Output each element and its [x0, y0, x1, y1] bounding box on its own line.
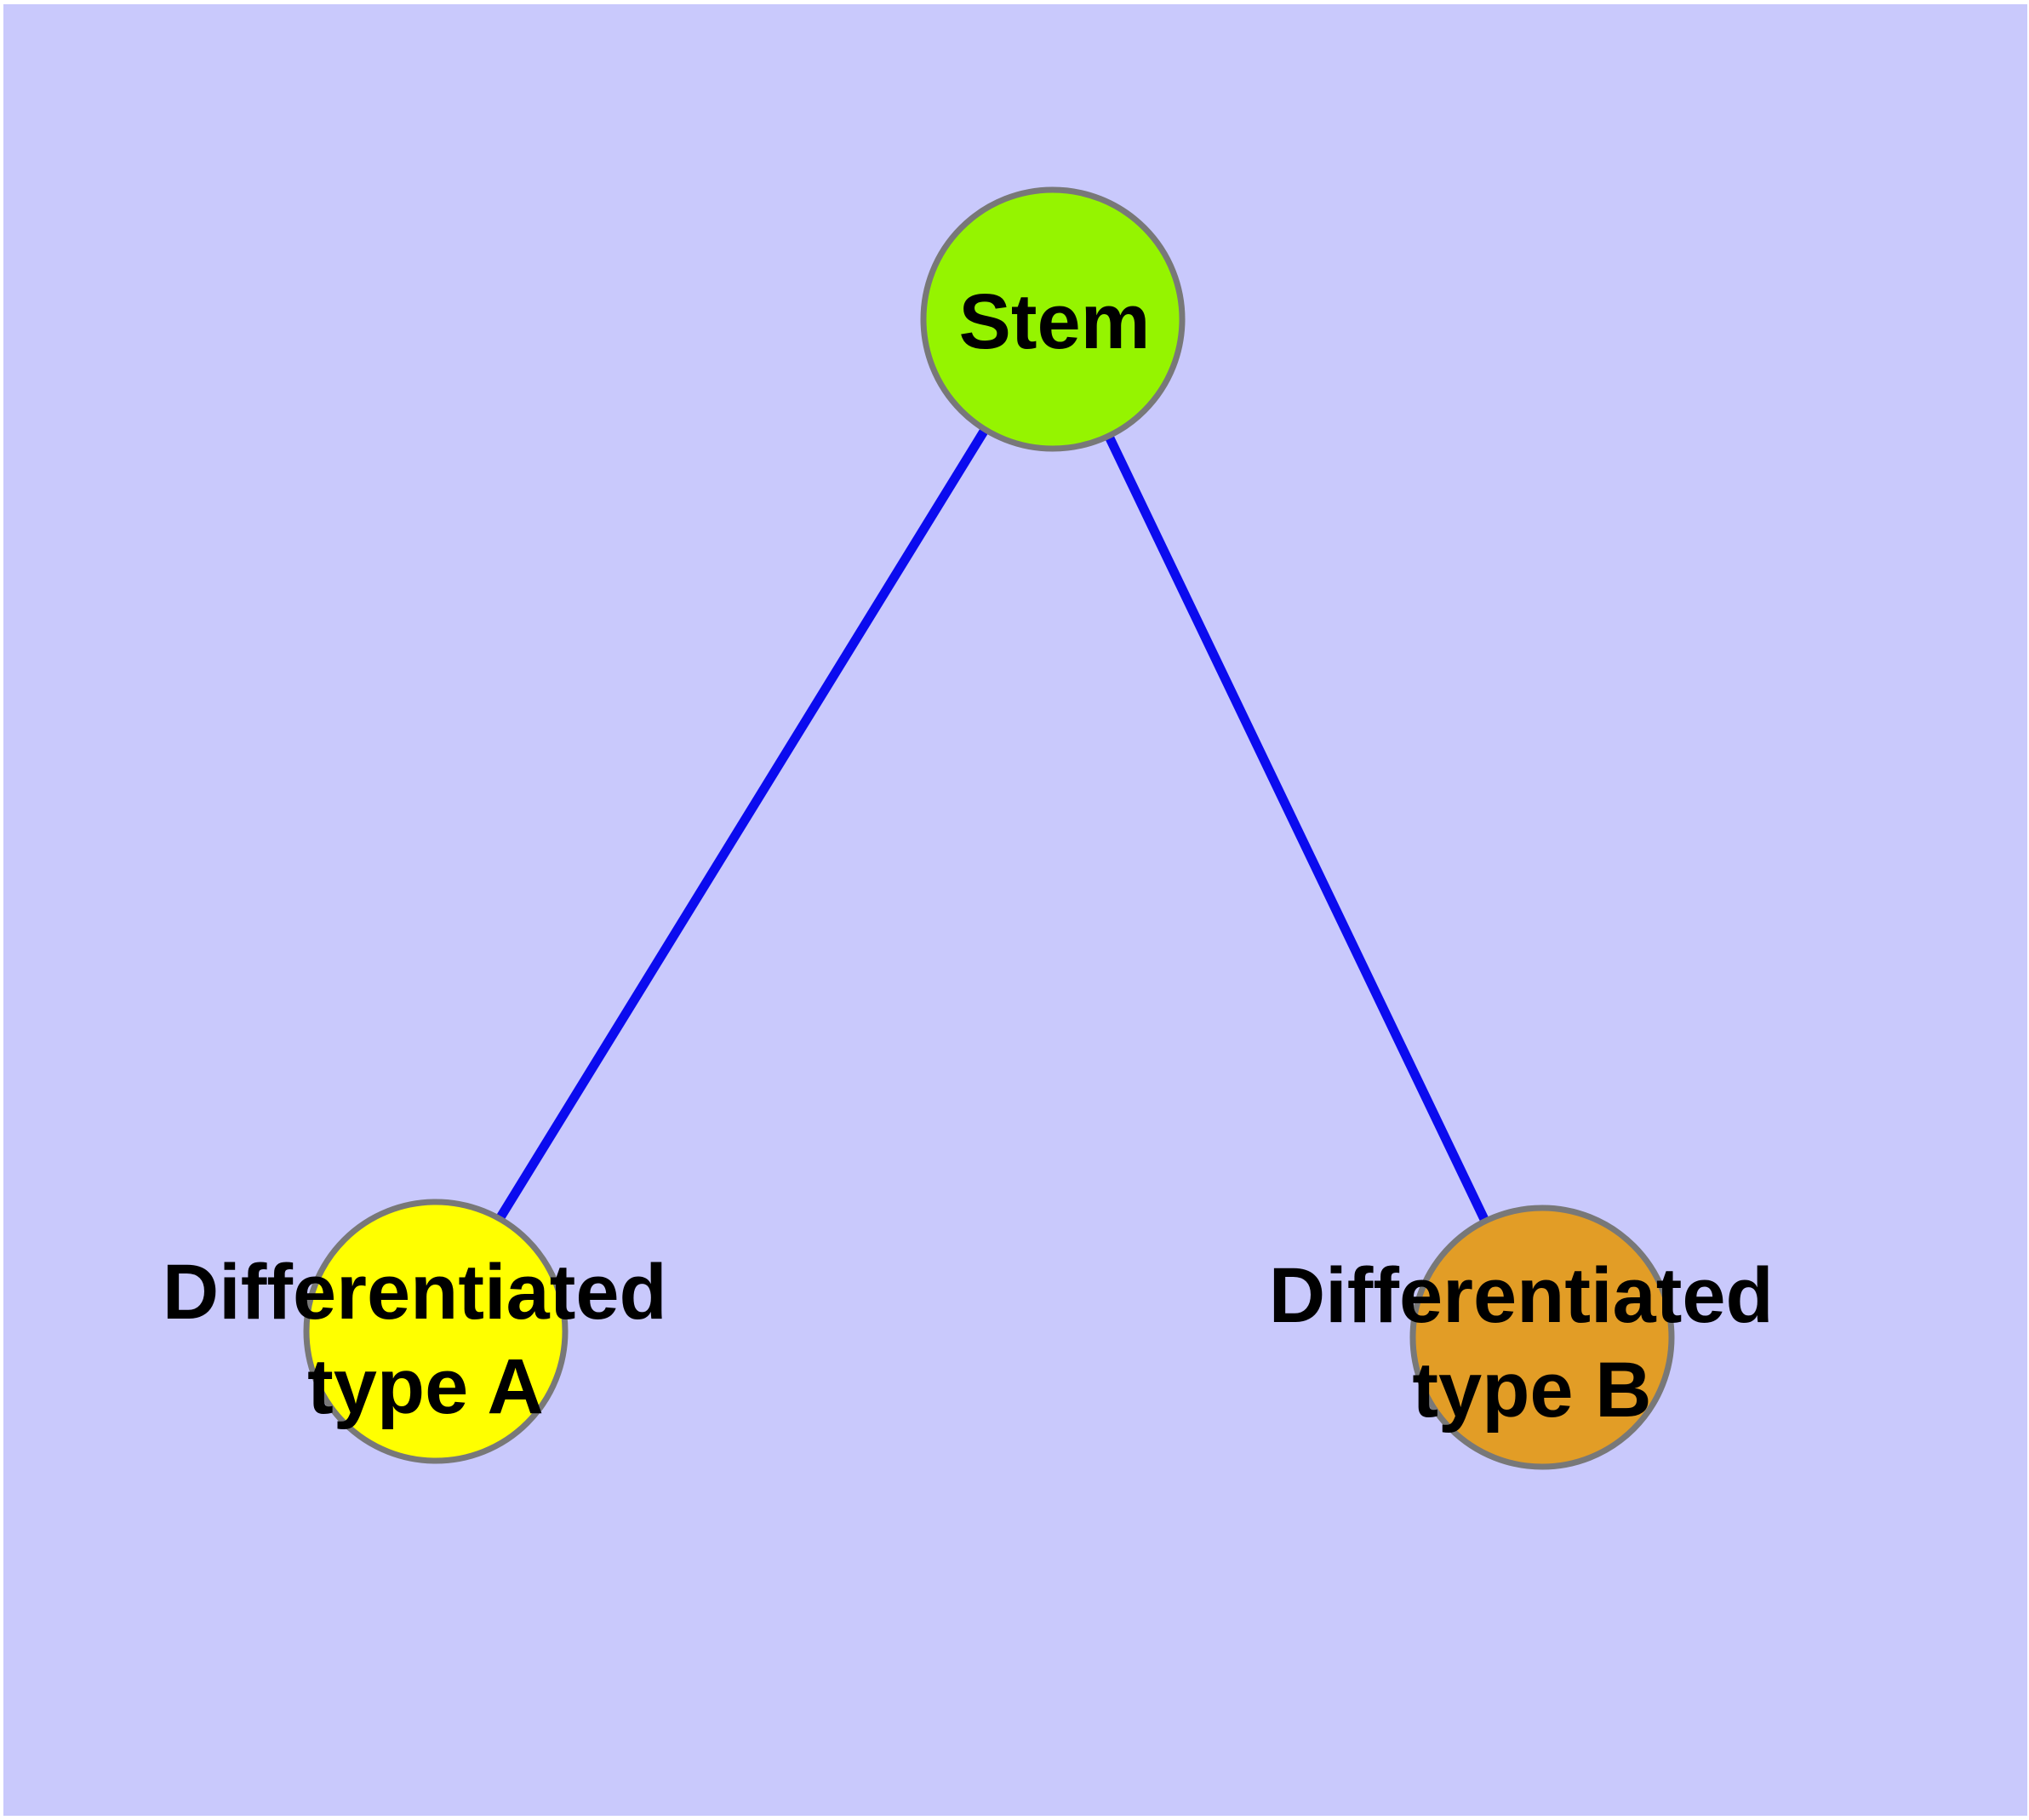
edge-stem-to-type-b: [1049, 317, 1545, 1339]
node-stem: [920, 186, 1186, 452]
node-differentiated-type-b-label: Differentiated type B: [1269, 1252, 1796, 1434]
node-differentiated-type-a-label-line1: Differentiated: [163, 1249, 667, 1336]
node-differentiated-type-b: [1409, 1205, 1675, 1470]
node-stem-label: Stem: [959, 278, 1151, 365]
edge-stem-to-type-a: [426, 317, 1057, 1335]
node-differentiated-type-b-label-line2: type B: [1412, 1347, 1651, 1434]
node-differentiated-type-a-label: Differentiated type A: [163, 1249, 689, 1430]
node-differentiated-type-a: [303, 1199, 569, 1464]
node-differentiated-type-b-label-line1: Differentiated: [1269, 1252, 1774, 1339]
node-differentiated-type-a-label-line2: type A: [307, 1343, 544, 1430]
